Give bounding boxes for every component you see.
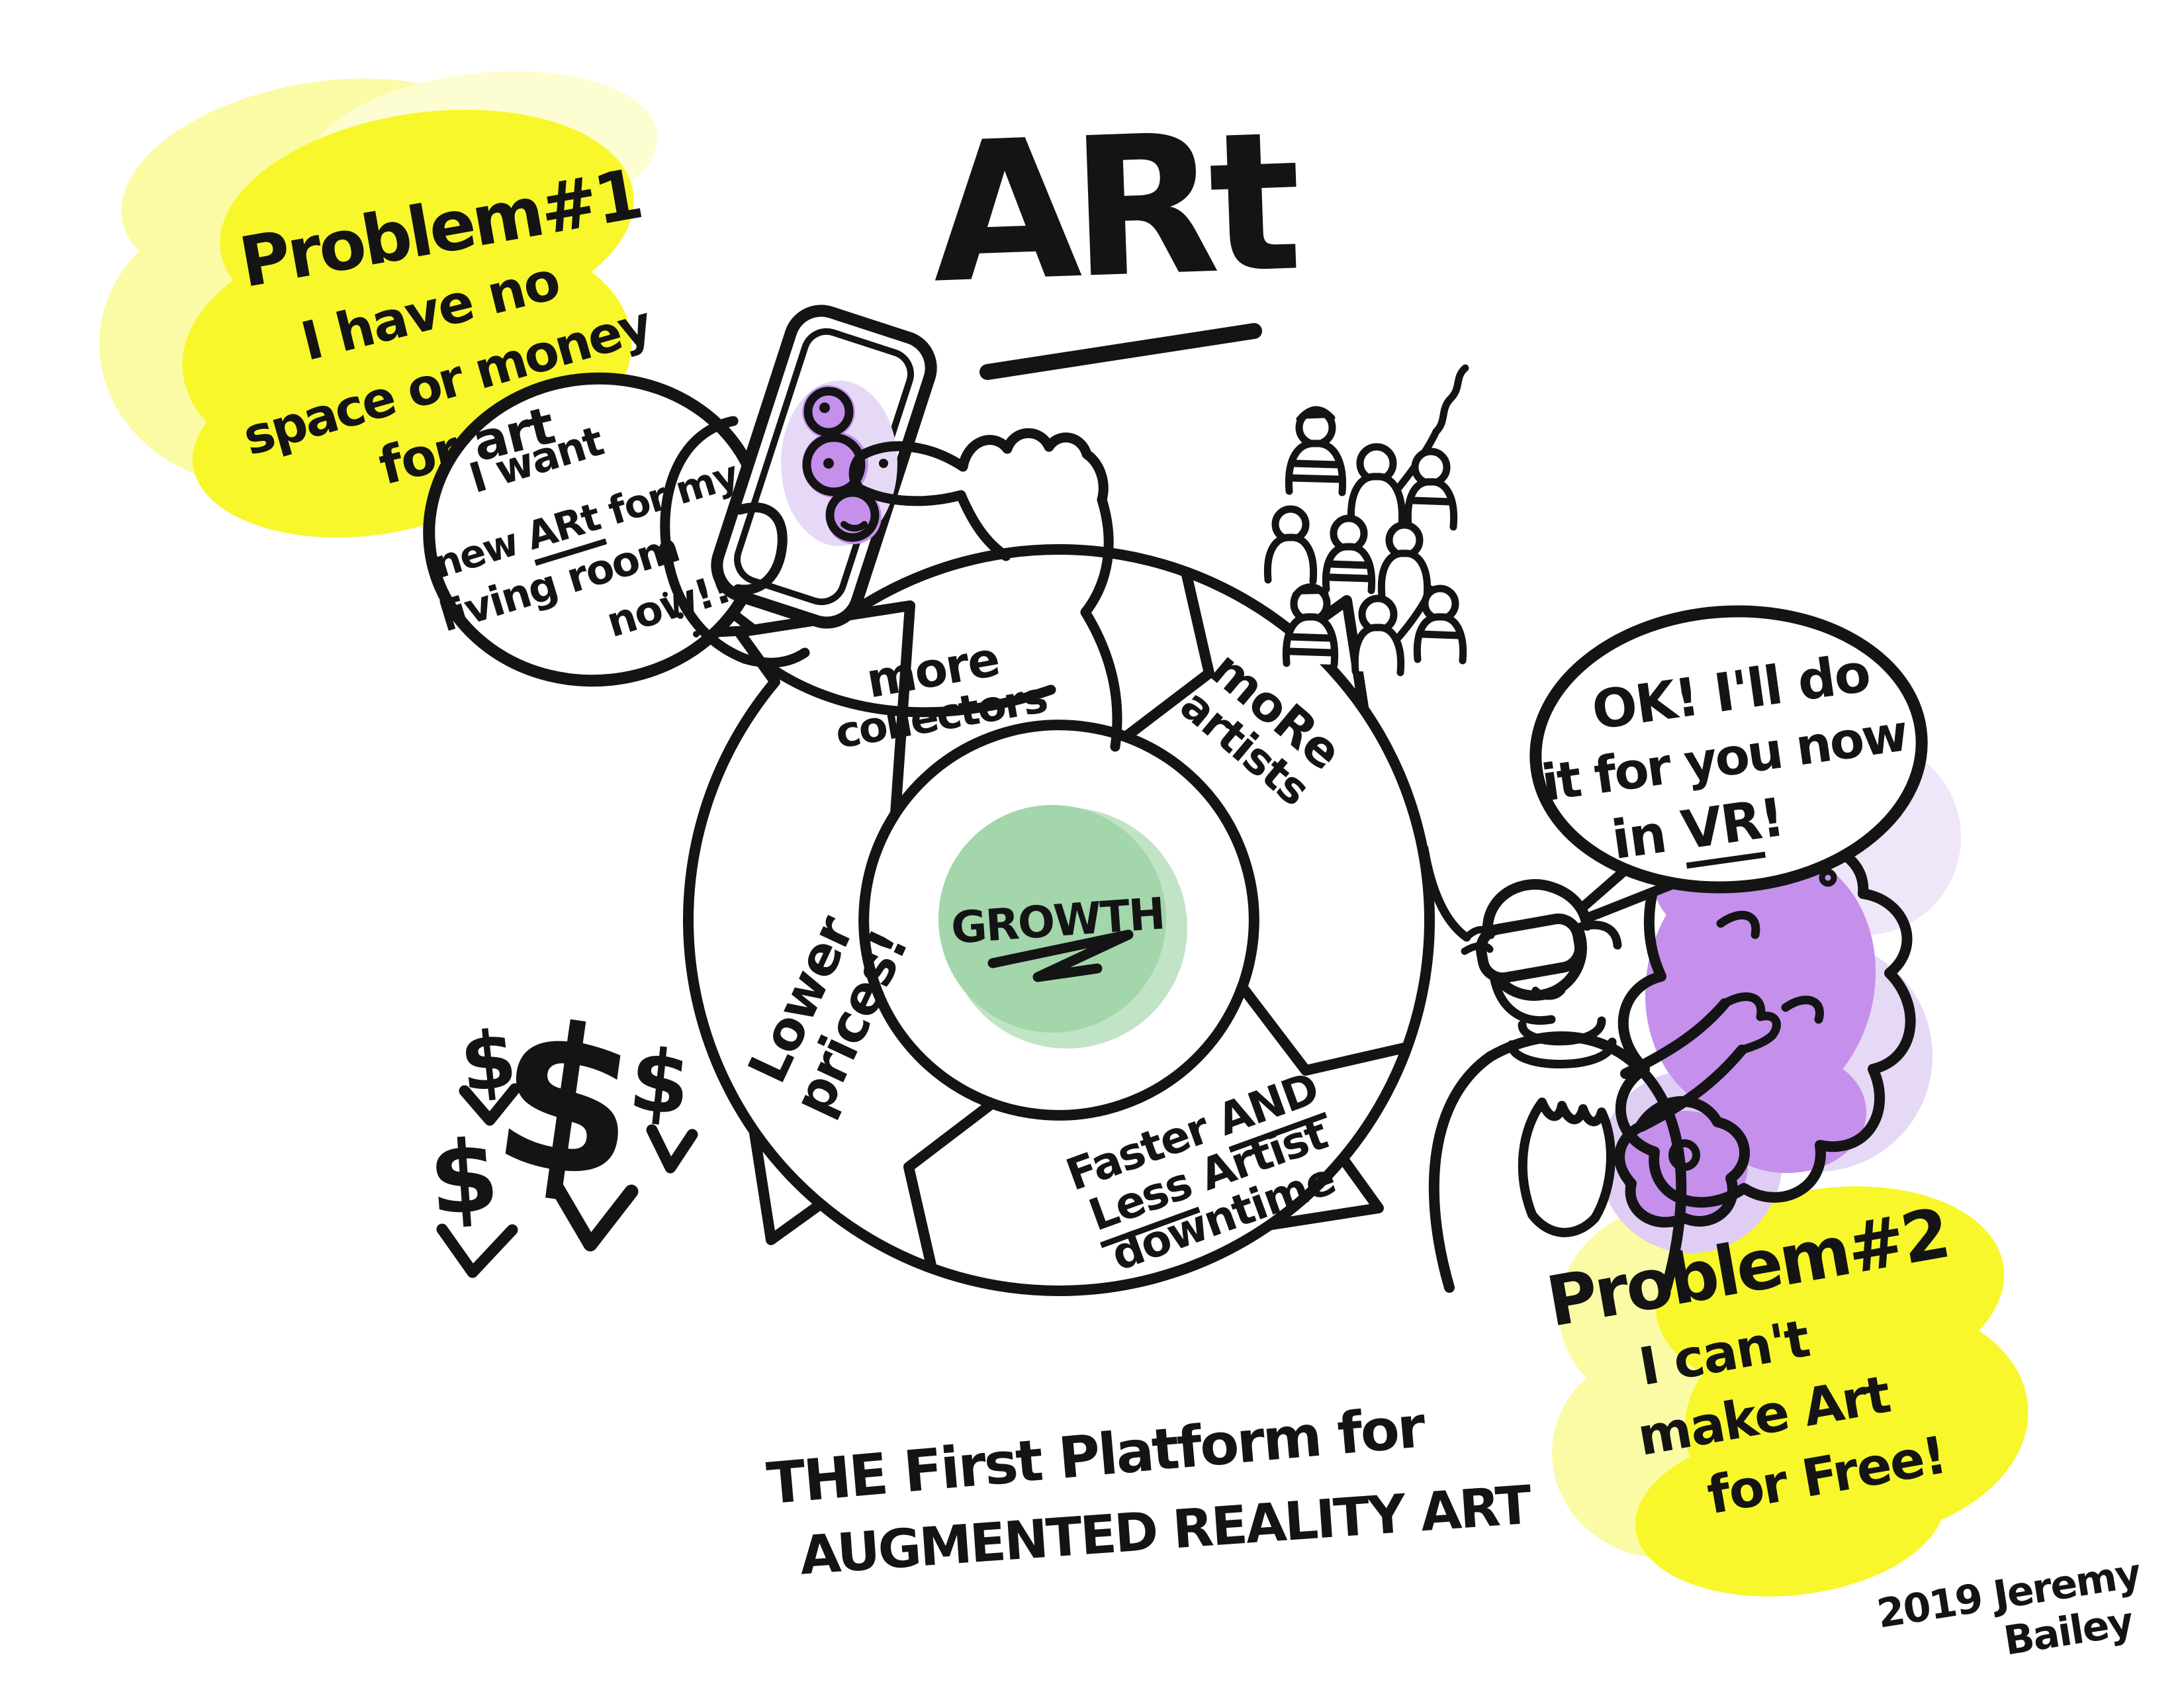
artwork-squiggle-outline <box>1615 822 1916 1208</box>
screen-blob-outline <box>803 387 854 437</box>
dollar-sign-bottom-left: $ <box>425 1118 502 1239</box>
artist-bubble-vr-emphasis: VR <box>1677 789 1766 869</box>
artist-bubble-line3-pre: in <box>1608 802 1670 872</box>
artist-speech-bubble <box>1529 605 1928 935</box>
growth-underline <box>987 929 1134 982</box>
dollar-down-arrows <box>436 1083 698 1278</box>
growth-circle <box>938 805 1187 1049</box>
vr-artist-illustration <box>1420 844 1781 1293</box>
artwork-small-blob-outline <box>1614 1096 1751 1228</box>
page-title: ARt <box>928 90 1296 326</box>
collector-hands <box>660 416 1122 752</box>
problem2-highlight <box>1552 1186 2028 1597</box>
phone-illustration <box>711 305 937 629</box>
title-underline <box>979 323 1262 380</box>
dollar-sign-large: $ <box>482 978 650 1226</box>
crowd-illustration <box>1263 364 1469 677</box>
dollar-sign-right: $ <box>625 1029 694 1135</box>
